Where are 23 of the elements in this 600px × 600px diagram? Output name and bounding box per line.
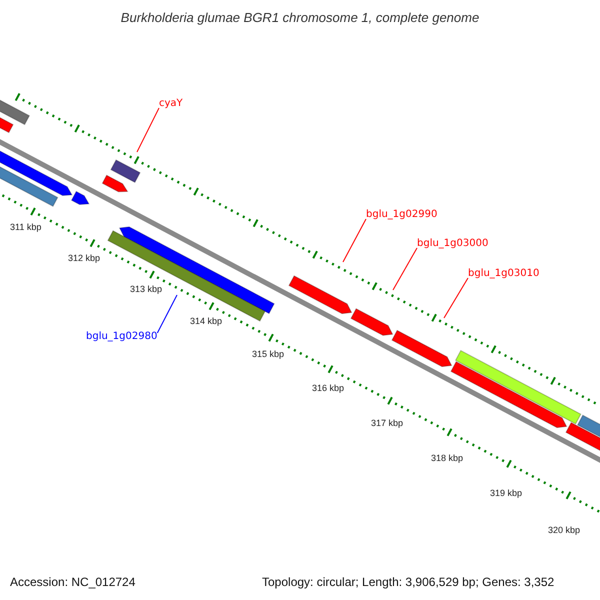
leader-line — [392, 248, 418, 290]
gene-label: bglu_1g03010 — [468, 269, 540, 279]
scale-label: 311 kbp — [10, 223, 42, 232]
gene-label: bglu_1g02980 — [86, 332, 158, 342]
scale-label: 314 kbp — [190, 317, 222, 326]
scale-label: 318 kbp — [431, 454, 464, 463]
scale-label: 316 kbp — [312, 384, 344, 393]
gene-label: cyaY — [159, 99, 183, 109]
scale-label: 317 kbp — [371, 419, 404, 428]
scale-label: 315 kbp — [252, 350, 284, 359]
accession-text: Accession: NC_012724 — [10, 576, 136, 588]
gene-label: bglu_1g02990 — [366, 210, 438, 220]
leader-line — [342, 218, 366, 262]
gene-label: bglu_1g03000 — [417, 239, 488, 249]
leader-line — [444, 278, 468, 318]
scale-label: 320 kbp — [548, 526, 580, 535]
scale-label: 319 kbp — [490, 489, 522, 498]
leader-line — [136, 108, 160, 152]
title: Burkholderia glumae BGR1 chromosome 1, complete genome — [120, 11, 480, 24]
scale-label: 313 kbp — [130, 285, 162, 294]
scale-label: 312 kbp — [68, 254, 100, 263]
genome-info-text: Topology: circular; Length: 3,906,529 bp; Genes: 3,352 — [262, 576, 554, 588]
leader-line — [156, 294, 178, 334]
